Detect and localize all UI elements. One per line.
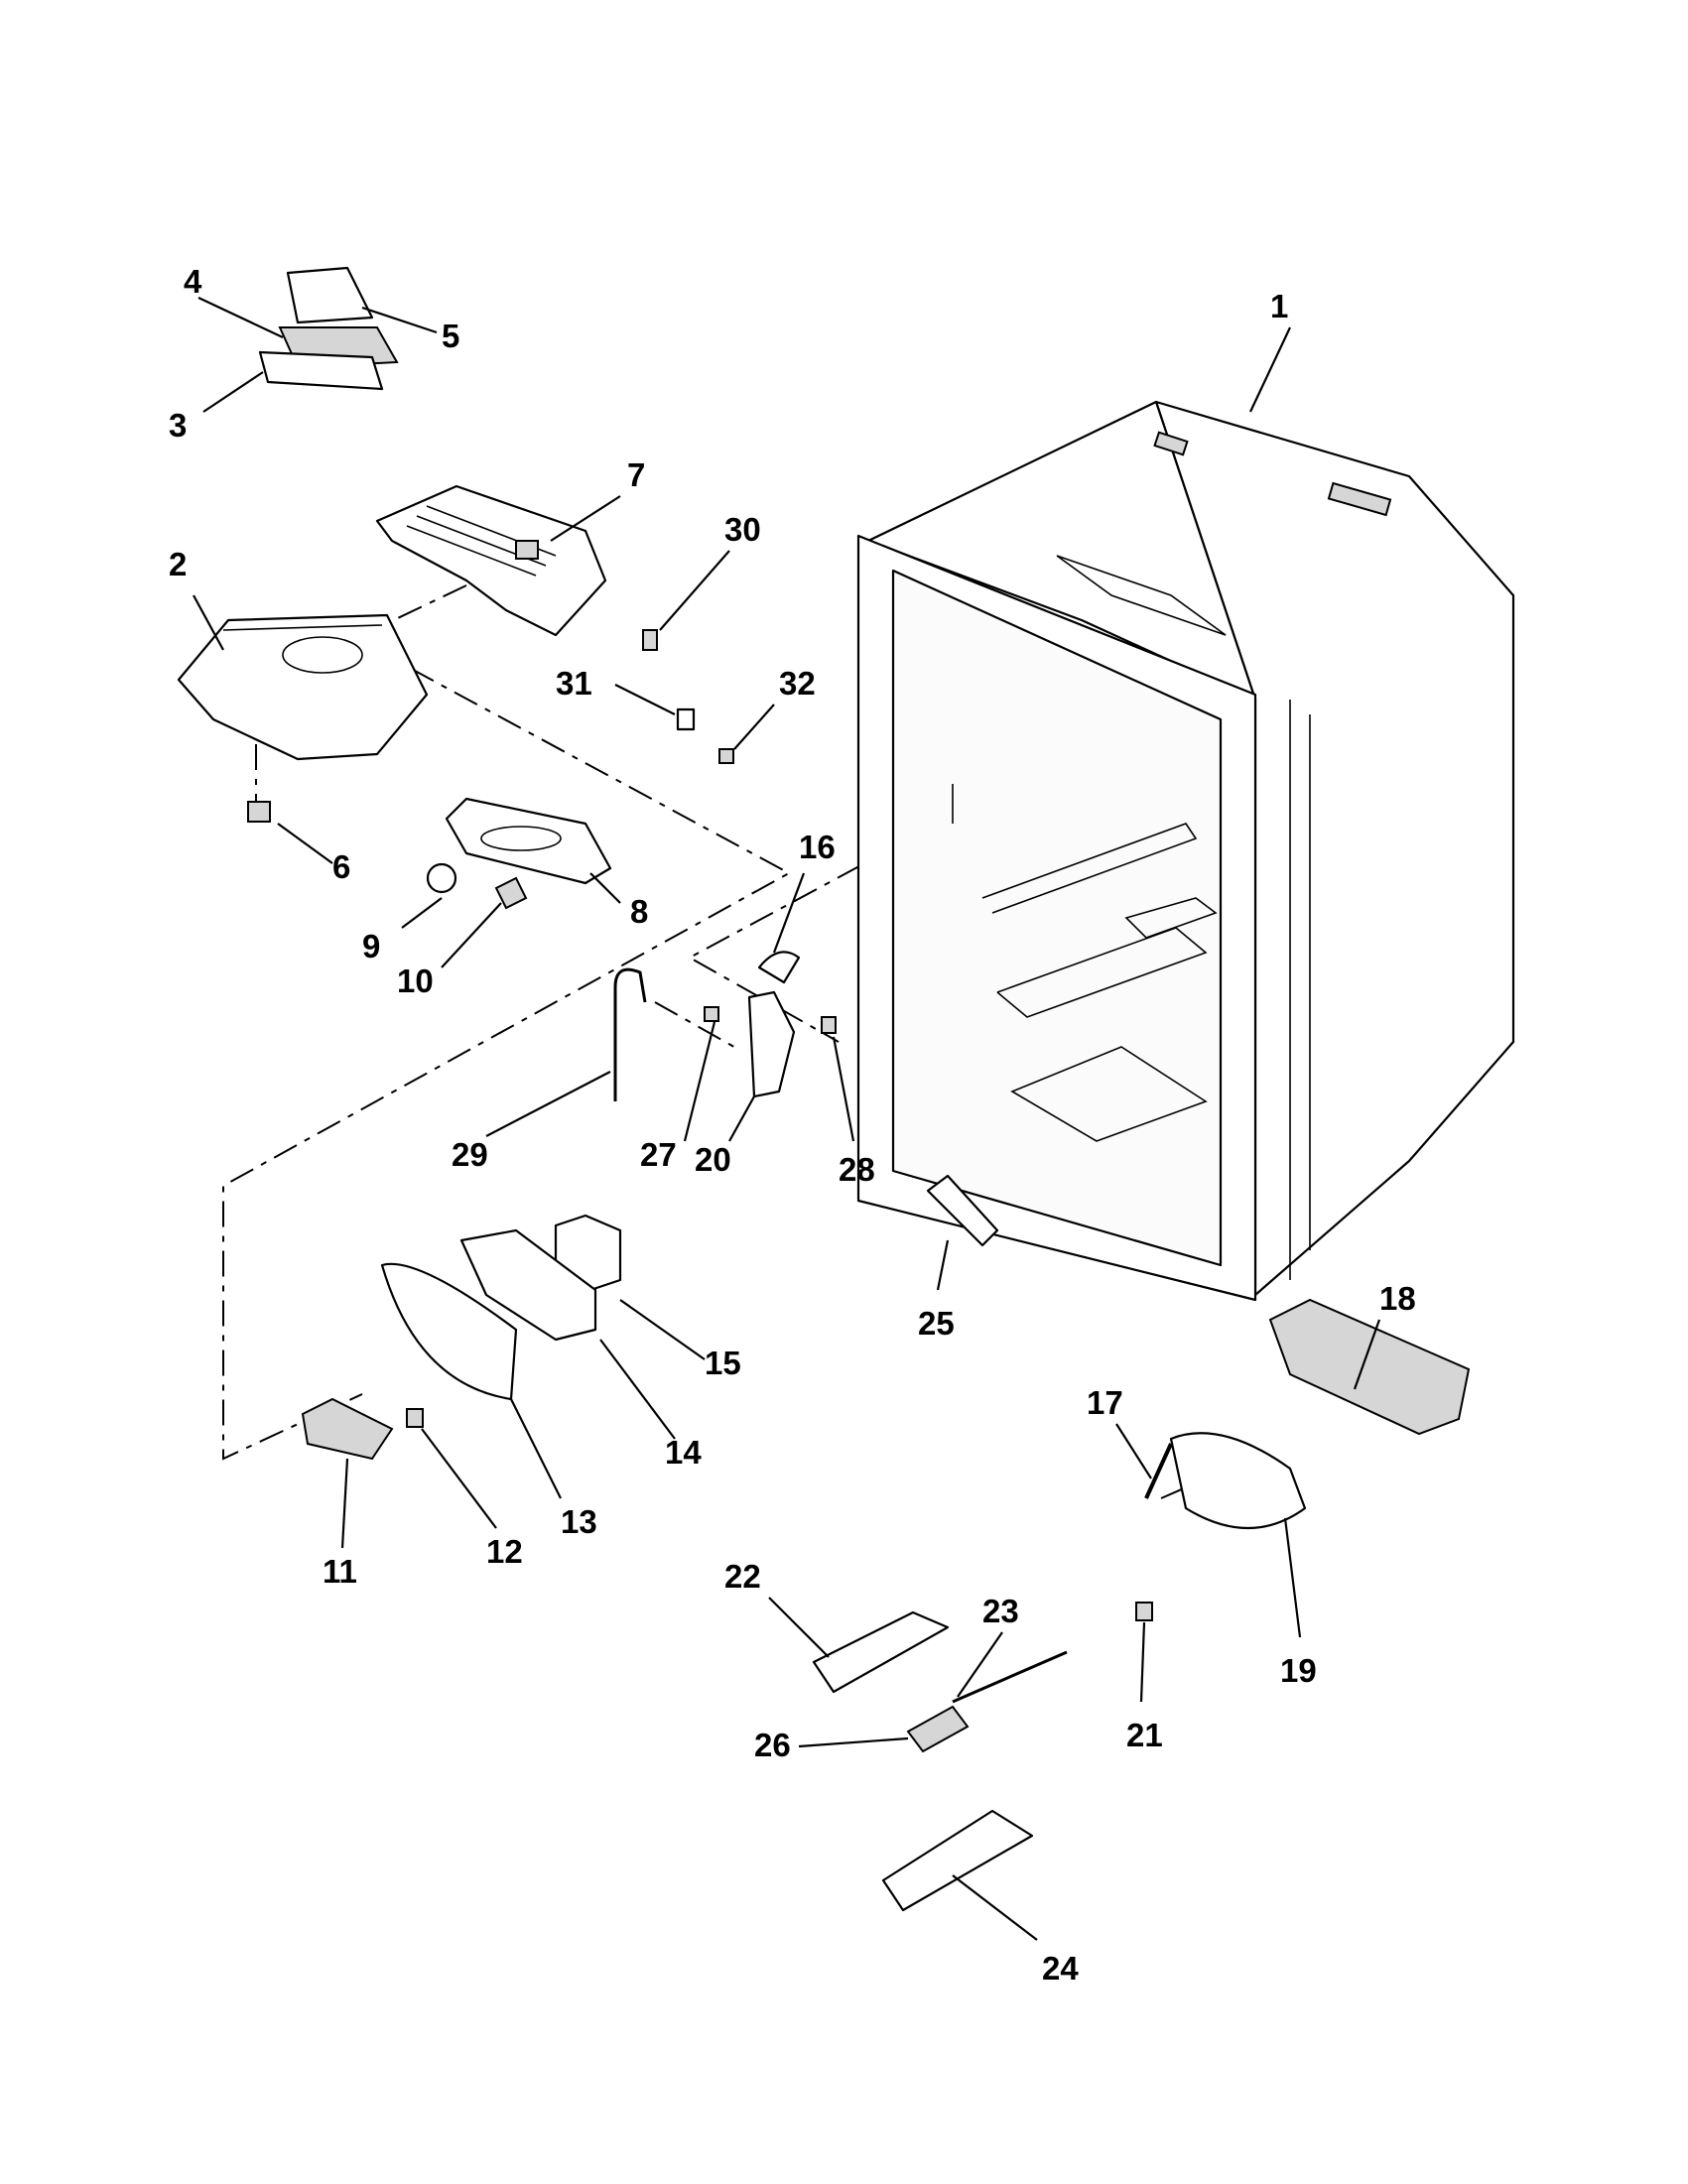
part-9-bulb <box>426 862 457 894</box>
part-7-diffuser <box>375 484 607 637</box>
part-24-channel <box>881 1809 1034 1912</box>
callout-3: 3 <box>169 407 187 444</box>
callout-4: 4 <box>184 263 202 300</box>
part-6-switch <box>247 801 271 823</box>
part-25-cylinder <box>926 1174 999 1247</box>
callout-19: 19 <box>1280 1652 1317 1689</box>
callout-8: 8 <box>630 893 648 930</box>
callout-10: 10 <box>397 963 434 999</box>
callout-14: 14 <box>665 1434 702 1471</box>
part-3-control-panel <box>258 350 384 391</box>
part-5-control-cover <box>286 266 374 324</box>
part-11-trim <box>301 1397 394 1461</box>
leader-lines <box>193 297 1381 1941</box>
callout-2: 2 <box>169 546 187 582</box>
callout-21: 21 <box>1126 1717 1163 1753</box>
callout-11: 11 <box>323 1553 357 1590</box>
callout-29: 29 <box>452 1136 488 1173</box>
callout-15: 15 <box>705 1345 741 1381</box>
part-10-socket <box>494 876 528 910</box>
callout-5: 5 <box>442 318 459 354</box>
callout-7: 7 <box>627 456 645 493</box>
part-8-light-shield <box>445 797 612 885</box>
part-31-bracket <box>676 707 696 731</box>
part-12-screw <box>406 1408 424 1428</box>
part-32-clip <box>718 748 734 764</box>
part-28-screw <box>821 1016 837 1034</box>
callout-30: 30 <box>724 511 761 548</box>
part-20-damper <box>747 990 796 1098</box>
part-29-tube <box>613 967 647 1101</box>
callout-12: 12 <box>486 1533 523 1570</box>
part-19-heater <box>1169 1432 1307 1530</box>
part-1-liner <box>856 400 1515 1302</box>
callout-23: 23 <box>982 1593 1019 1629</box>
callout-22: 22 <box>724 1558 761 1595</box>
callout-1: 1 <box>1270 288 1288 324</box>
callout-26: 26 <box>754 1727 791 1763</box>
part-27-nut <box>704 1006 719 1022</box>
part-13-bezel <box>380 1262 518 1401</box>
part-17-thermistor <box>1144 1443 1173 1499</box>
callout-17: 17 <box>1087 1384 1123 1421</box>
callout-28: 28 <box>839 1151 875 1188</box>
callout-24: 24 <box>1042 1950 1079 1987</box>
part-23-probe <box>952 1650 1068 1704</box>
callout-16: 16 <box>799 829 836 865</box>
callout-18: 18 <box>1379 1280 1416 1317</box>
part-2-light-housing <box>177 613 429 761</box>
part-22-bracket <box>812 1610 950 1694</box>
callout-25: 25 <box>918 1305 955 1342</box>
callout-20: 20 <box>695 1141 731 1178</box>
part-30-clip <box>642 629 658 651</box>
callout-27: 27 <box>640 1136 677 1173</box>
callout-31: 31 <box>556 665 592 702</box>
part-26-connector <box>906 1705 970 1753</box>
callout-13: 13 <box>561 1503 597 1540</box>
part-21-screw <box>1135 1602 1153 1621</box>
callout-32: 32 <box>779 665 816 702</box>
part-14-housing <box>459 1228 597 1342</box>
callout-6: 6 <box>332 848 350 885</box>
part-18-bracket <box>1268 1298 1471 1436</box>
part-16-clip <box>757 951 801 984</box>
callout-9: 9 <box>362 928 380 964</box>
callout-labels: 1 2 3 4 5 6 7 8 9 10 11 12 13 14 15 16 1… <box>169 263 1416 1987</box>
